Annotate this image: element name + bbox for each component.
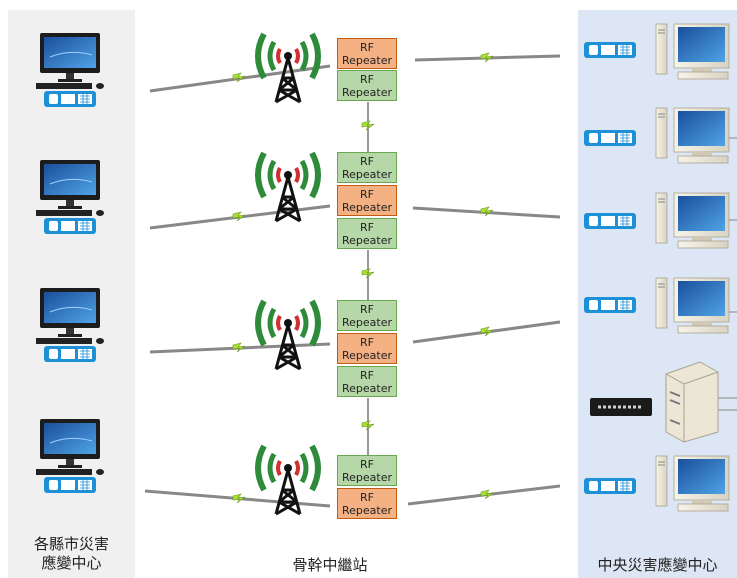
desktop-computer-icon [35,159,105,217]
two-way-radio-icon [583,477,637,495]
county-station-1 [35,32,105,108]
wireless-link-icon [361,120,375,131]
county-station-2 [35,159,105,235]
central-station-3 [583,192,730,249]
server-tower-icon [665,361,719,443]
two-way-radio-icon [43,90,97,108]
caption-county-centers: 各縣市災害 應變中心 [33,535,109,572]
desktop-computer-icon [35,418,105,476]
wireless-link-icon [232,493,246,504]
desktop-computer-icon [35,287,105,345]
links-right [407,54,561,506]
links-left [144,64,331,508]
two-way-radio-icon [583,212,637,230]
wireless-link-icon [232,211,246,222]
central-station-4 [583,277,730,334]
wireless-link-icon [361,268,375,279]
right-edge-connectors [718,137,737,411]
two-way-radio-icon [43,476,97,494]
central-server [590,361,719,443]
central-station-5 [583,455,730,512]
central-station-1 [583,23,730,80]
wireless-link-icon [480,326,494,337]
workstation-icon [655,23,730,80]
two-way-radio-icon [583,129,637,147]
two-way-radio-icon [43,345,97,363]
wireless-link-icon [480,489,494,500]
wireless-link-icon [232,342,246,353]
two-way-radio-icon [583,296,637,314]
county-station-4 [35,418,105,494]
workstation-icon [655,455,730,512]
central-station-2 [583,107,730,164]
caption-backbone-relay: 骨幹中繼站 [292,556,368,574]
antenna-tower-icon [258,301,318,369]
wireless-link-icon [480,52,494,63]
two-way-radio-icon [43,217,97,235]
caption-central-center: 中央災害應變中心 [597,556,718,574]
network-switch-icon [590,398,652,416]
workstation-icon [655,107,730,164]
two-way-radio-icon [583,41,637,59]
county-station-3 [35,287,105,363]
wireless-link-icon [361,420,375,431]
workstation-icon [655,277,730,334]
desktop-computer-icon [35,32,105,90]
workstation-icon [655,192,730,249]
wireless-link-icon [480,206,494,217]
